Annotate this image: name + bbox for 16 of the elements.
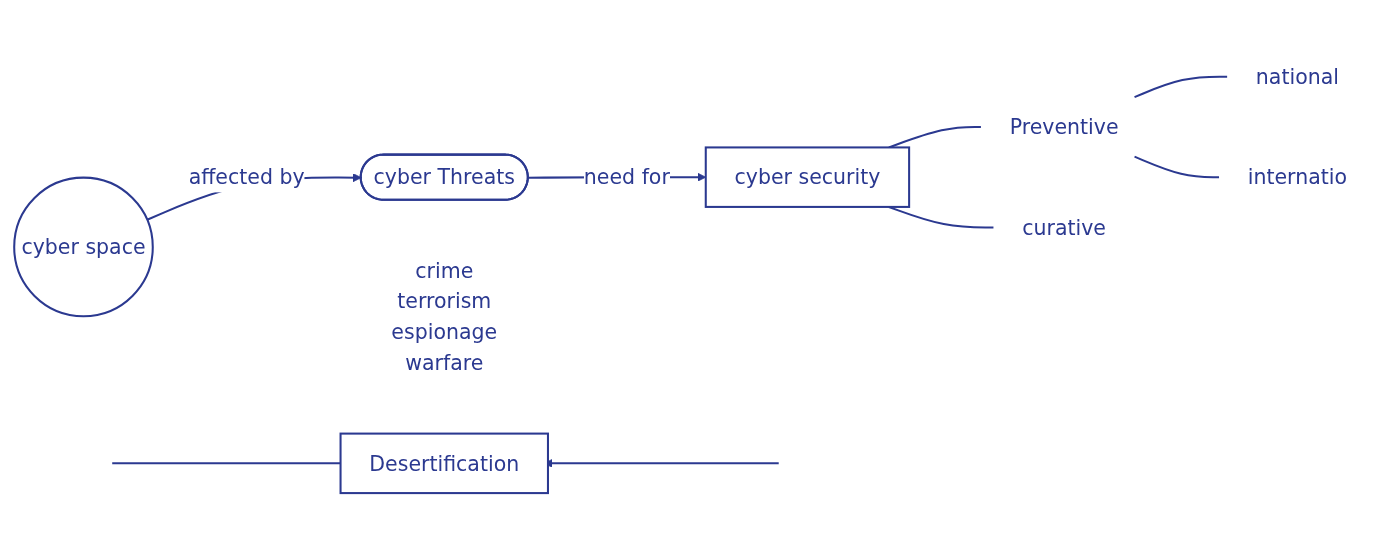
node-label: warfare <box>405 350 484 376</box>
node-text: Preventive <box>1009 114 1119 140</box>
connector <box>1134 75 1228 99</box>
connector <box>112 462 341 465</box>
node-circle: cyber space <box>13 176 154 318</box>
edge-label: need for <box>583 164 670 190</box>
node-label: crime <box>415 258 474 283</box>
node-text: national <box>1255 64 1339 89</box>
node-label: espionage <box>391 319 498 345</box>
node-label: terrorism <box>397 288 492 314</box>
connector <box>1134 155 1220 179</box>
node-text: curative <box>1022 215 1106 240</box>
node-box: Desertification <box>339 432 549 495</box>
node-text: internatio <box>1247 164 1348 190</box>
node-box: cyber security <box>704 146 911 208</box>
edge-label: affected by <box>188 164 305 190</box>
